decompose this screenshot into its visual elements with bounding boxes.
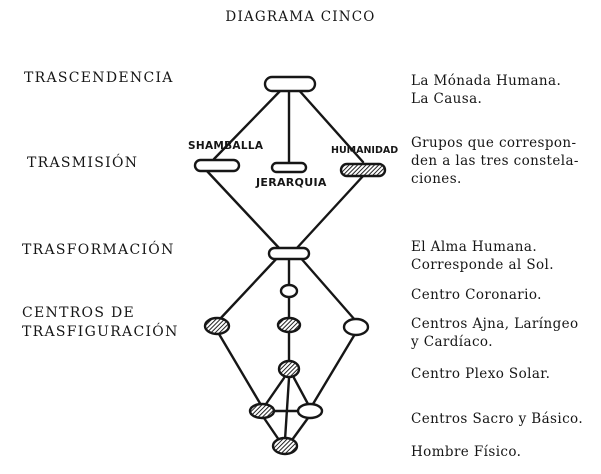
edge-alma-ajna [217, 254, 281, 322]
label-shamballa: SHAMBALLA [188, 140, 264, 152]
edge-humanidad-alma [294, 173, 366, 251]
level-trasformacion: TRASFORMACIÓN [22, 242, 175, 258]
edge-top-shamballa [212, 86, 285, 161]
desc-grupos-3: ciones. [411, 171, 462, 187]
edge-cardiaco-basico [311, 332, 357, 406]
node-shamballa [193, 158, 241, 173]
node-plexo-solar [277, 359, 301, 379]
edge-plexo-sacro [264, 376, 286, 406]
desc-alma: El Alma Humana. [411, 239, 538, 255]
level-trascendencia: TRASCENDENCIA [24, 70, 174, 86]
desc-sol: Corresponde al Sol. [411, 257, 554, 273]
node-humanidad [339, 162, 387, 178]
desc-sacro-basico: Centros Sacro y Básico. [411, 411, 584, 427]
node-jerarquia [270, 161, 308, 174]
node-monada [263, 75, 317, 93]
edge-plexo-basico [292, 376, 310, 406]
edge-top-humanidad [295, 86, 365, 164]
desc-hombre-fisico: Hombre Físico. [411, 444, 522, 460]
label-jerarquia: JERARQUIA [256, 176, 327, 189]
node-basico [296, 402, 324, 420]
desc-coronario: Centro Coronario. [411, 287, 542, 303]
desc-causa: La Causa. [411, 91, 483, 107]
label-humanidad: HUMANIDAD [331, 145, 399, 156]
desc-plexo-solar: Centro Plexo Solar. [411, 366, 551, 382]
edge-ajna-sacro [217, 332, 263, 407]
edge-sacro-fisico [262, 416, 281, 442]
desc-monada: La Mónada Humana. [411, 73, 562, 89]
node-hombre-fisico [271, 436, 299, 456]
diagram-title: DIAGRAMA CINCO [225, 9, 376, 25]
node-sacro [248, 402, 276, 420]
level-centros-de: CENTROS DE [22, 305, 136, 321]
node-ajna [203, 316, 231, 336]
level-trasmision: TRASMISIÓN [27, 155, 139, 171]
edge-alma-cardiaco [297, 254, 357, 322]
node-alma [267, 246, 311, 261]
edge-shamballa-alma [204, 168, 282, 251]
level-trasfiguracion: TRASFIGURACIÓN [22, 324, 179, 340]
edge-basico-fisico [290, 416, 310, 442]
connector-lines [204, 86, 366, 442]
node-coronario [279, 283, 299, 299]
desc-ajna: Centros Ajna, Laríngeo [411, 316, 579, 332]
desc-grupos-2: den a las tres constela- [411, 153, 579, 169]
node-laringeo [276, 316, 302, 334]
desc-cardiaco: y Cardíaco. [411, 334, 493, 350]
desc-grupos-1: Grupos que correspon- [411, 135, 577, 151]
edge-plexo-fisico [283, 376, 291, 442]
node-cardiaco [342, 317, 370, 337]
